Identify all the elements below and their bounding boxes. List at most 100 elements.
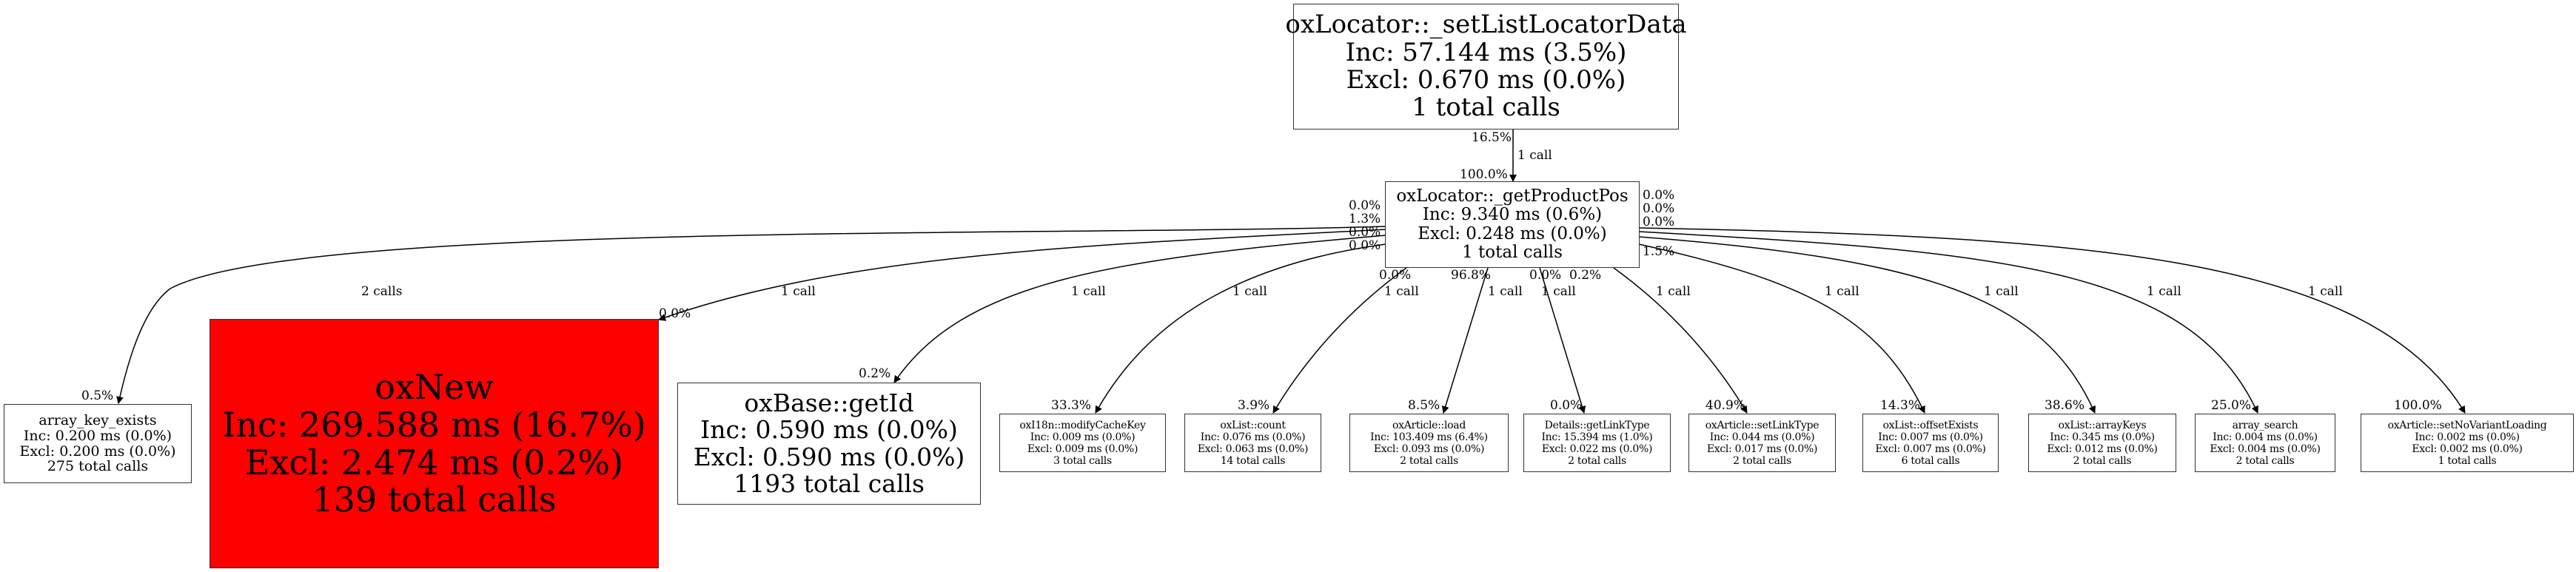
edge-array-search xyxy=(1638,231,2258,414)
node-name: oxNew xyxy=(375,367,494,408)
edge-offset-exists xyxy=(1638,243,1925,414)
node-get-product-pos[interactable]: oxLocator::_getProductPos Inc: 9.340 ms … xyxy=(1385,181,1640,268)
node-exclusive: Excl: 0.248 ms (0.0%) xyxy=(1418,223,1607,243)
node-exclusive: Excl: 0.200 ms (0.0%) xyxy=(19,443,176,460)
node-calls: 2 total calls xyxy=(1568,454,1626,467)
node-calls: 275 total calls xyxy=(47,458,149,475)
node-name: oxLocator::_getProductPos xyxy=(1396,186,1629,206)
edge-head-label: 40.9% xyxy=(1705,398,1746,413)
edge-calls-label: 1 call xyxy=(1825,284,1859,299)
edge-tail-label: 1.5% xyxy=(1643,244,1675,259)
edge-head-label: 38.6% xyxy=(2045,398,2085,413)
node-name: oxI18n::modifyCacheKey xyxy=(1019,419,1146,431)
node-inclusive: Inc: 0.590 ms (0.0%) xyxy=(700,415,958,445)
node-get-id[interactable]: oxBase::getId Inc: 0.590 ms (0.0%) Excl:… xyxy=(677,383,981,505)
node-name: array_search xyxy=(2232,419,2298,431)
node-calls: 3 total calls xyxy=(1053,454,1112,467)
edge-head-label: 0.0% xyxy=(1550,398,1583,413)
edge-head-label: 8.5% xyxy=(1408,398,1440,413)
edge-calls-label: 1 call xyxy=(1232,284,1267,299)
node-inclusive: Inc: 0.345 ms (0.0%) xyxy=(2050,431,2155,443)
node-inclusive: Inc: 0.009 ms (0.0%) xyxy=(1030,431,1136,443)
edge-tail-label: 0.0% xyxy=(1529,268,1562,283)
node-exclusive: Excl: 0.063 ms (0.0%) xyxy=(1197,443,1309,455)
edge-oxnew xyxy=(658,229,1386,321)
node-calls: 2 total calls xyxy=(2073,454,2132,467)
node-exclusive: Excl: 0.012 ms (0.0%) xyxy=(2047,443,2158,455)
edge-calls-label: 1 call xyxy=(2308,284,2343,299)
edge-load xyxy=(1441,267,1489,414)
node-inclusive: Inc: 269.588 ms (16.7%) xyxy=(222,404,646,445)
node-exclusive: Excl: 0.590 ms (0.0%) xyxy=(693,442,965,471)
edge-calls-label: 1 call xyxy=(1541,284,1576,299)
node-exclusive: Excl: 0.009 ms (0.0%) xyxy=(1027,443,1138,455)
edge-tail-label: 0.0% xyxy=(1349,198,1381,213)
node-oxnew[interactable]: oxNew Inc: 269.588 ms (16.7%) Excl: 2.47… xyxy=(209,319,659,568)
node-inclusive: Inc: 0.007 ms (0.0%) xyxy=(1878,431,1983,443)
edge-get-link-type xyxy=(1539,267,1586,414)
edge-tail-label: 0.0% xyxy=(1643,215,1675,229)
node-calls: 2 total calls xyxy=(1733,454,1791,467)
edge-tail-label: 0.0% xyxy=(1349,238,1381,253)
node-calls: 2 total calls xyxy=(1400,454,1458,467)
edge-calls-label: 2 calls xyxy=(361,284,403,299)
edge-tail-label: 96.8% xyxy=(1451,268,1492,283)
node-calls: 1 total calls xyxy=(2438,454,2497,467)
edge-calls-label: 1 call xyxy=(1984,284,2019,299)
node-name: oxArticle::setNoVariantLoading xyxy=(2387,419,2547,431)
node-name: oxLocator::_setListLocatorData xyxy=(1285,10,1687,40)
node-array-key-exists[interactable]: array_key_exists Inc: 0.200 ms (0.0%) Ex… xyxy=(4,404,192,483)
edge-tail-label: 0.0% xyxy=(1643,188,1675,203)
edge-head-label: 14.3% xyxy=(1880,398,1921,413)
edge-set-link-type xyxy=(1613,267,1748,414)
edge-tail-label: 16.5% xyxy=(1472,130,1512,145)
edge-head-label: 0.5% xyxy=(81,388,114,403)
edge-tail-label: 1.3% xyxy=(1349,212,1381,226)
edge-head-label: 0.0% xyxy=(659,306,691,321)
edge-head-label: 3.9% xyxy=(1238,398,1270,413)
node-inclusive: Inc: 0.200 ms (0.0%) xyxy=(23,427,172,444)
node-exclusive: Excl: 0.002 ms (0.0%) xyxy=(2412,443,2523,455)
node-inclusive: Inc: 0.004 ms (0.0%) xyxy=(2213,431,2318,443)
edge-calls-label: 1 call xyxy=(781,284,816,299)
node-name: oxList::arrayKeys xyxy=(2058,419,2147,431)
node-name: oxList::offsetExists xyxy=(1882,419,1979,431)
node-exclusive: Excl: 0.093 ms (0.0%) xyxy=(1373,443,1485,455)
edge-set-no-variant-loading xyxy=(1638,227,2466,414)
node-exclusive: Excl: 0.022 ms (0.0%) xyxy=(1541,443,1653,455)
edge-head-label: 100.0% xyxy=(1460,167,1508,182)
node-inclusive: Inc: 103.409 ms (6.4%) xyxy=(1370,431,1488,443)
node-name: oxList::count xyxy=(1220,419,1286,431)
node-name: Details::getLinkType xyxy=(1544,419,1650,431)
node-name: oxArticle::load xyxy=(1392,419,1466,431)
node-inclusive: Inc: 0.076 ms (0.0%) xyxy=(1200,431,1306,443)
edge-calls-label: 1 call xyxy=(1656,284,1691,299)
node-calls: 1193 total calls xyxy=(734,468,925,498)
node-calls: 2 total calls xyxy=(2235,454,2295,467)
edge-getid xyxy=(893,235,1386,383)
node-set-list-locator-data[interactable]: oxLocator::_setListLocatorData Inc: 57.1… xyxy=(1285,4,1687,129)
edge-array-key-exists xyxy=(116,226,1386,404)
edge-head-label: 25.0% xyxy=(2211,398,2252,413)
edge-tail-label: 0.0% xyxy=(1379,268,1412,283)
node-exclusive: Excl: 0.004 ms (0.0%) xyxy=(2210,443,2321,455)
node-inclusive: Inc: 15.394 ms (1.0%) xyxy=(1541,431,1653,443)
edge-head-label: 33.3% xyxy=(1051,398,1092,413)
node-exclusive: Excl: 0.670 ms (0.0%) xyxy=(1346,65,1626,95)
node-calls: 1 total calls xyxy=(1412,92,1560,123)
node-exclusive: Excl: 2.474 ms (0.2%) xyxy=(244,442,624,482)
node-exclusive: Excl: 0.017 ms (0.0%) xyxy=(1706,443,1818,455)
edge-count xyxy=(1272,267,1407,414)
edge-calls-label: 1 call xyxy=(1071,284,1106,299)
node-name: oxArticle::setLinkType xyxy=(1705,419,1819,431)
